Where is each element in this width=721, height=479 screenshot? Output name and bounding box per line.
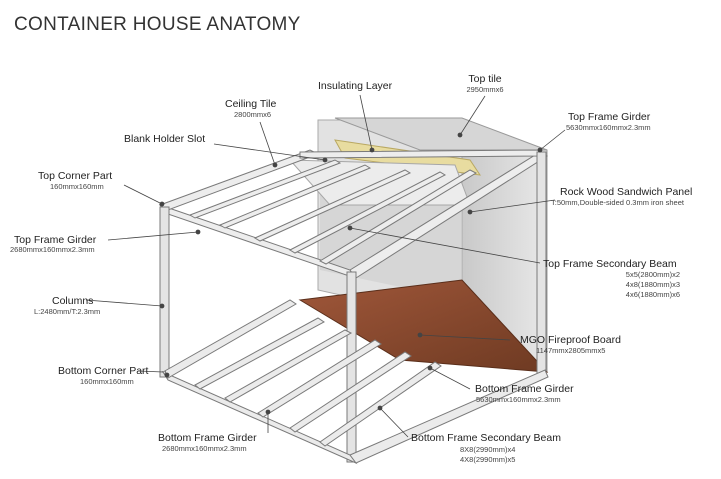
spec-bottom-corner-part: 160mmx160mm [80, 377, 134, 386]
spec-top-frame-secondary-beam-3: 4x6(1880mm)x6 [625, 290, 680, 299]
label-bottom-frame-secondary-beam: Bottom Frame Secondary Beam [411, 432, 561, 444]
spec-top-frame-girder-right: 5630mmx160mmx2.3mm [566, 123, 651, 132]
label-bottom-frame-girder-left: Bottom Frame Girder [158, 432, 257, 444]
label-blank-holder-slot: Blank Holder Slot [124, 133, 206, 145]
top-tile-roof [334, 117, 548, 151]
spec-rock-wood-panel: T:50mm,Double-sided 0.3mm iron sheet [551, 198, 684, 207]
diagram-title: CONTAINER HOUSE ANATOMY [14, 14, 301, 35]
spec-bottom-frame-secondary-beam-2: 4X8(2990mm)x5 [460, 455, 516, 464]
label-insulating-layer: Insulating Layer [318, 80, 393, 92]
label-bottom-corner-part: Bottom Corner Part [58, 365, 149, 377]
spec-bottom-frame-girder-left: 2680mmx160mmx2.3mm [162, 444, 247, 453]
spec-top-corner-part: 160mmx160mm [50, 182, 104, 191]
label-mgo-board: MGO Fireproof Board [520, 334, 621, 346]
label-bottom-frame-girder-right: Bottom Frame Girder [475, 383, 574, 395]
label-top-tile: Top tile [468, 73, 502, 85]
label-top-corner-part: Top Corner Part [38, 170, 113, 182]
spec-top-frame-secondary-beam-1: 5x5(2800mm)x2 [625, 270, 680, 279]
label-top-frame-girder-right: Top Frame Girder [568, 111, 651, 123]
spec-top-frame-secondary-beam-2: 4x8(1880mm)x3 [625, 280, 680, 289]
spec-ceiling-tile: 2800mmx6 [234, 110, 272, 119]
bottom-frame [161, 299, 549, 465]
label-columns: Columns [52, 295, 94, 307]
mgo-floor [298, 279, 549, 373]
label-top-frame-girder-left: Top Frame Girder [14, 234, 97, 246]
spec-bottom-frame-secondary-beam-1: 8X8(2990mm)x4 [460, 445, 516, 454]
leader-lines [85, 94, 566, 438]
spec-bottom-frame-girder-right: 5630mmx160mmx2.3mm [476, 395, 561, 404]
spec-mgo-board: 1147mmx2805mmx5 [536, 346, 606, 355]
spec-columns: L:2480mm/T:2.3mm [34, 307, 101, 316]
label-rock-wood-panel: Rock Wood Sandwich Panel [560, 186, 693, 198]
top-frame [158, 149, 548, 279]
label-top-frame-secondary-beam: Top Frame Secondary Beam [543, 258, 677, 270]
spec-top-tile: 2950mmx6 [466, 85, 504, 94]
spec-top-frame-girder-left: 2680mmx160mmx2.3mm [10, 245, 95, 254]
label-ceiling-tile: Ceiling Tile [225, 98, 277, 110]
